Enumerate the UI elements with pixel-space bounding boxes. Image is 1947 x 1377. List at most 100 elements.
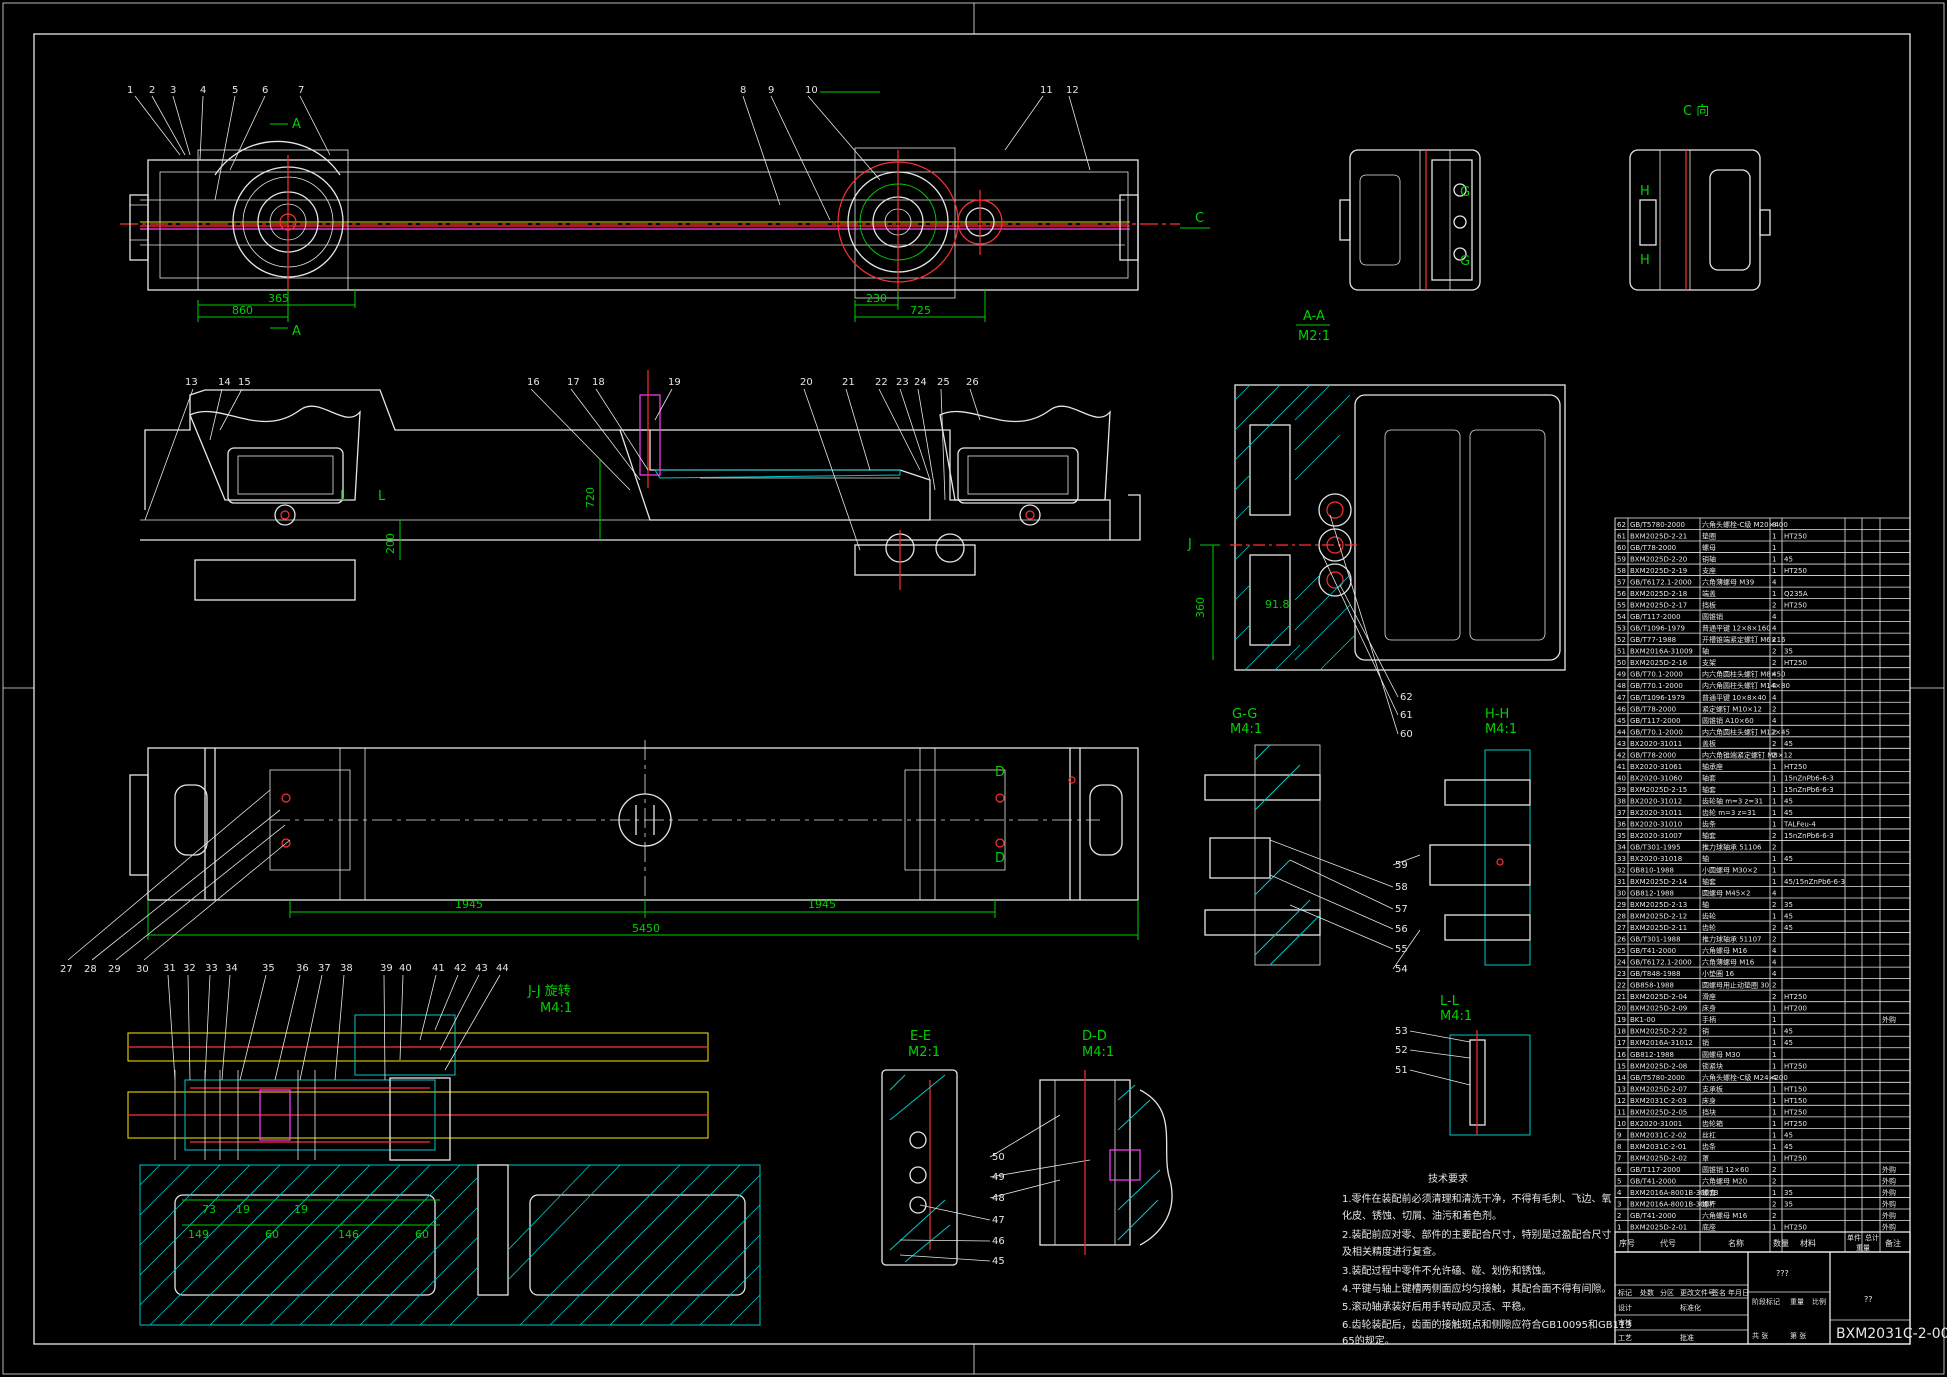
- callout-6: 6: [262, 85, 268, 96]
- bom-cell: 4: [1772, 970, 1777, 978]
- callout-42: 42: [454, 963, 467, 974]
- bom-cell: BXM2025D-2-07: [1630, 1085, 1687, 1093]
- bom-cell: 内六角圆柱头螺钉 M14×80: [1702, 681, 1790, 690]
- bom-cell: BXM2025D-2-14: [1630, 878, 1688, 886]
- bom-cell: GB/T301-1988: [1630, 936, 1681, 944]
- bom-cell: 销: [1702, 1027, 1709, 1036]
- bom-cell: 1: [1772, 797, 1776, 805]
- bom-cell: 轴: [1702, 854, 1709, 863]
- bom-cell: 六角薄螺母 M39: [1702, 578, 1754, 587]
- bom-cell: 轴: [1702, 900, 1709, 909]
- bom-cell: 普通平键 12×8×160: [1702, 624, 1771, 633]
- bom-cell: 51: [1617, 648, 1626, 656]
- notes-title: 技术要求: [1428, 1172, 1468, 1185]
- bom-cell: 49: [1617, 671, 1626, 679]
- callout-3: 3: [170, 85, 176, 96]
- callout-60: 60: [1400, 729, 1413, 740]
- bom-cell: GB/T70.1-2000: [1630, 682, 1683, 690]
- top-view: [120, 140, 1180, 300]
- bom-cell: 六角头螺栓-C级 M20×400: [1702, 520, 1788, 529]
- bom-cell: GB/T78-2000: [1630, 544, 1676, 552]
- bom-cell: 4: [1772, 682, 1777, 690]
- bom-cell: 4: [1772, 613, 1777, 621]
- bom-cell: GB812-1988: [1630, 890, 1674, 898]
- section-aa-title: A-A: [1303, 309, 1325, 324]
- section-aa: A-A M2:1 J 360 91.8 62 61 60: [1187, 309, 1566, 740]
- callout-23: 23: [896, 377, 909, 388]
- bom-cell: 1: [1772, 533, 1776, 541]
- callout-9: 9: [768, 85, 774, 96]
- bom-cell: 6: [1617, 1166, 1622, 1174]
- bom-cell: 内六角圆柱头螺钉 M8×50: [1702, 670, 1786, 679]
- bom-cell: 1: [1772, 1085, 1776, 1093]
- section-ll-title: L-L: [1440, 994, 1460, 1009]
- note-line-2: 化皮、锈蚀、切屑、油污和着色剂。: [1342, 1209, 1502, 1222]
- bom-cell: 3: [1617, 1200, 1621, 1208]
- bom-cell: 1: [1772, 867, 1776, 875]
- bom-cell: 37: [1617, 809, 1626, 817]
- bom-cell: 4: [1772, 890, 1777, 898]
- title-cell: ???: [1776, 1269, 1789, 1278]
- bom-cell: GB/T1096-1979: [1630, 625, 1685, 633]
- bom-cell: GB810-1988: [1630, 867, 1674, 875]
- bom-header-total: 总计: [1865, 1233, 1879, 1242]
- bom-cell: 4: [1772, 717, 1777, 725]
- bom-cell: 六角螺母 M20: [1702, 1176, 1747, 1185]
- tb-date: 年月日: [1728, 1288, 1749, 1297]
- dim-360: 360: [1194, 597, 1207, 618]
- bom-cell: 1: [1772, 1039, 1776, 1047]
- bom-cell: 25: [1617, 947, 1626, 955]
- bom-cell: 1: [1772, 590, 1776, 598]
- bom-cell: BXM2025D-2-12: [1630, 913, 1687, 921]
- bom-cell: 2: [1772, 936, 1776, 944]
- dim-60a: 60: [265, 1228, 279, 1241]
- bom-cell: 47: [1617, 694, 1626, 702]
- bom-cell: BXM2025D-2-16: [1630, 659, 1688, 667]
- bom-cell: 2: [1772, 636, 1776, 644]
- bom-cell: 45: [1784, 913, 1793, 921]
- bom-cell: 1: [1772, 1028, 1776, 1036]
- front-view: [140, 370, 1141, 601]
- bom-cell: 45: [1784, 1143, 1793, 1151]
- bom-cell: 螺杆: [1702, 1199, 1716, 1208]
- callout-53: 53: [1395, 1026, 1408, 1037]
- callout-41: 41: [432, 963, 445, 974]
- bom-cell: 螺套: [1702, 1188, 1716, 1197]
- view-c-left: C 向 G G: [1339, 103, 1709, 291]
- callout-46: 46: [992, 1236, 1005, 1247]
- bom-cell: BX2020-31007: [1630, 832, 1682, 840]
- callout-16: 16: [527, 377, 540, 388]
- bom-cell: 滑座: [1702, 992, 1716, 1001]
- bom-cell: GB/T41-2000: [1630, 947, 1676, 955]
- bom-cell: 齿条: [1702, 1142, 1716, 1151]
- bom-cell: 19: [1617, 1016, 1626, 1024]
- bom-cell: 41: [1617, 763, 1626, 771]
- bom-cell: 圆螺母 M30: [1702, 1050, 1740, 1059]
- bom-cell: 35: [1784, 901, 1793, 909]
- tb-weight: 重量: [1790, 1298, 1804, 1306]
- bom-cell: 2: [1772, 1177, 1776, 1185]
- bom-cell: GB/T848-1988: [1630, 970, 1681, 978]
- bom-cell: 轴套: [1702, 773, 1716, 782]
- bom-cell: 开槽锥端紧定螺钉 M6×16: [1702, 635, 1786, 644]
- callout-20: 20: [800, 377, 813, 388]
- tb-count: 处数: [1640, 1288, 1654, 1297]
- dim-73: 73: [202, 1203, 216, 1216]
- bom-cell: 2: [1772, 728, 1776, 736]
- section-jj-title: J-J 旋转: [527, 984, 571, 999]
- bom-cell: 2: [1772, 843, 1776, 851]
- bom-cell: 2: [1772, 1166, 1776, 1174]
- tb-sheets: 共 张: [1752, 1331, 1768, 1340]
- bom-cell: 34: [1617, 843, 1626, 851]
- bom-cell: HT250: [1784, 659, 1807, 667]
- bom-cell: 螺母: [1702, 543, 1716, 552]
- bom-cell: 55: [1617, 602, 1626, 610]
- callout-7: 7: [298, 85, 304, 96]
- technical-notes: 技术要求 1.零件在装配前必须清理和清洗干净，不得有毛刺、飞边、氧 化皮、锈蚀、…: [1342, 1172, 1632, 1347]
- callout-38: 38: [340, 963, 353, 974]
- bom-cell: 45: [1617, 717, 1626, 725]
- callout-35: 35: [262, 963, 275, 974]
- bom-cell: 2: [1772, 901, 1776, 909]
- bom-cell: 推力球轴承 51106: [1702, 842, 1762, 851]
